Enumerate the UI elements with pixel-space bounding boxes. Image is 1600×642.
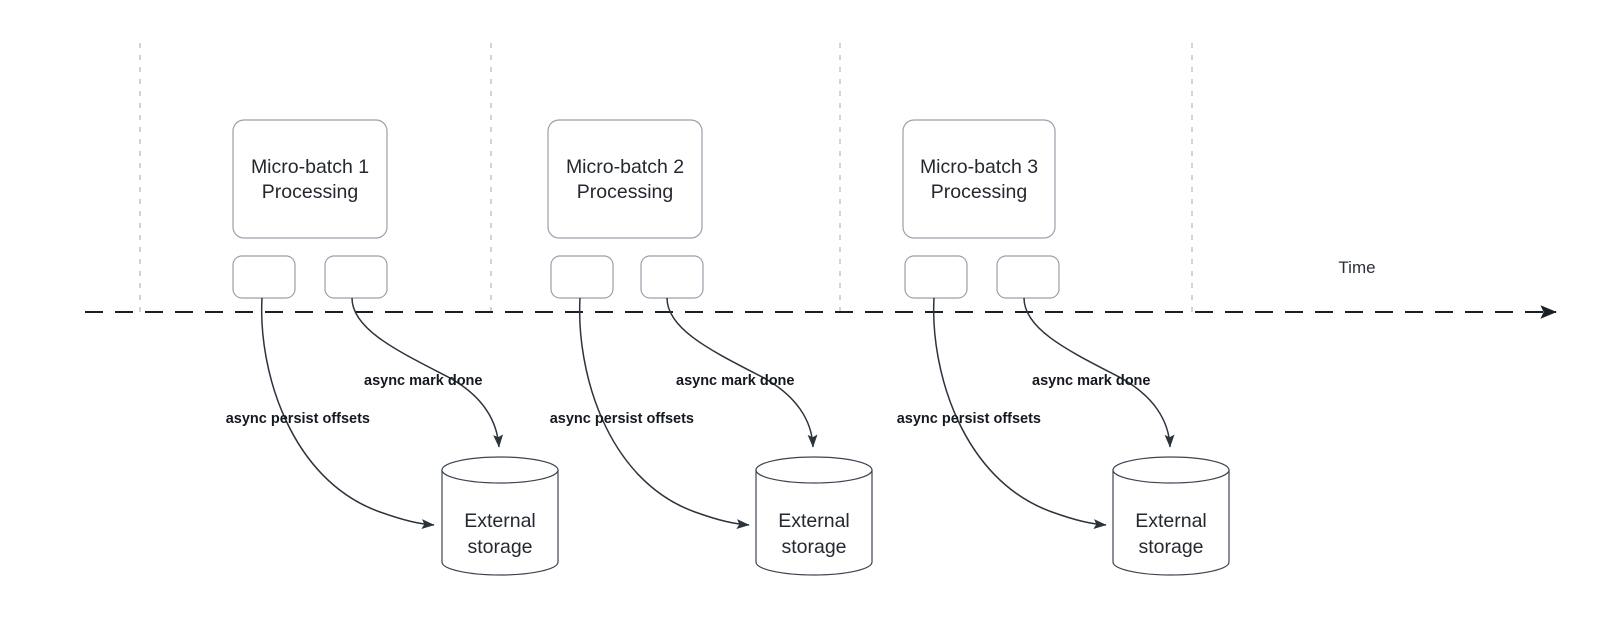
edge-persist-offsets-3-label: async persist offsets bbox=[897, 411, 1041, 427]
micro-batch-2-box[interactable]: Micro-batch 2 Processing bbox=[547, 119, 703, 239]
external-storage-3-body bbox=[1112, 469, 1230, 576]
micro-batch-1-box-shape bbox=[232, 119, 388, 239]
edge-persist-offsets-1-curve bbox=[260, 297, 435, 530]
micro-batch-3-task-a[interactable] bbox=[904, 255, 968, 299]
micro-batch-1-group: Micro-batch 1 Processing async persist o… bbox=[226, 119, 559, 576]
edge-persist-offsets-2-label: async persist offsets bbox=[550, 411, 694, 427]
micro-batch-3-box-shape bbox=[902, 119, 1056, 239]
micro-batch-1-title-line2: Processing bbox=[262, 181, 358, 203]
micro-batch-3-title-line1: Micro-batch 3 bbox=[920, 156, 1038, 178]
external-storage-1-label-line2: storage bbox=[467, 536, 532, 558]
external-storage-1-body bbox=[441, 469, 559, 576]
micro-batch-2-title-line2: Processing bbox=[577, 181, 673, 203]
external-storage-1-top bbox=[441, 456, 559, 484]
external-storage-2-top bbox=[755, 456, 873, 484]
micro-batch-1-box[interactable]: Micro-batch 1 Processing bbox=[232, 119, 388, 239]
micro-batch-1-task-b[interactable] bbox=[324, 255, 388, 299]
external-storage-3-label-line2: storage bbox=[1138, 536, 1203, 558]
external-storage-1[interactable]: External storage bbox=[441, 456, 559, 576]
micro-batch-2-task-b[interactable] bbox=[640, 255, 704, 299]
external-storage-3[interactable]: External storage bbox=[1112, 456, 1230, 576]
external-storage-1-label-line1: External bbox=[464, 510, 536, 532]
edge-mark-done-3-curve bbox=[1023, 297, 1175, 448]
external-storage-2-label-line1: External bbox=[778, 510, 850, 532]
micro-batch-3-group: Micro-batch 3 Processing async persist o… bbox=[897, 119, 1230, 576]
external-storage-2-body bbox=[755, 469, 873, 576]
micro-batch-1-task-a[interactable] bbox=[232, 255, 296, 299]
micro-batch-2-box-shape bbox=[547, 119, 703, 239]
edge-mark-done-1-label: async mark done bbox=[364, 373, 482, 389]
micro-batch-3-title-line2: Processing bbox=[931, 181, 1027, 203]
micro-batch-3-task-b[interactable] bbox=[996, 255, 1060, 299]
external-storage-2-label-line2: storage bbox=[781, 536, 846, 558]
edge-persist-offsets-2-curve bbox=[578, 297, 750, 530]
micro-batch-2-group: Micro-batch 2 Processing async persist o… bbox=[547, 119, 873, 576]
edge-mark-done-3-label: async mark done bbox=[1032, 373, 1150, 389]
edge-mark-done-1-curve bbox=[351, 297, 504, 448]
timeline-tick-marks bbox=[139, 43, 1193, 312]
edge-mark-done-2-label: async mark done bbox=[676, 373, 794, 389]
micro-batch-2-title-line1: Micro-batch 2 bbox=[566, 156, 684, 178]
external-storage-3-top bbox=[1112, 456, 1230, 484]
external-storage-3-label-line1: External bbox=[1135, 510, 1207, 532]
edge-persist-offsets-1-label: async persist offsets bbox=[226, 411, 370, 427]
edge-mark-done-2-curve bbox=[666, 297, 818, 448]
edge-persist-offsets-3-curve bbox=[932, 297, 1107, 530]
micro-batch-1-title-line1: Micro-batch 1 bbox=[251, 156, 369, 178]
external-storage-2[interactable]: External storage bbox=[755, 456, 873, 576]
micro-batch-2-task-a[interactable] bbox=[550, 255, 614, 299]
time-axis-label: Time bbox=[1338, 258, 1375, 277]
time-axis: Time bbox=[85, 258, 1557, 319]
micro-batch-3-box[interactable]: Micro-batch 3 Processing bbox=[902, 119, 1056, 239]
